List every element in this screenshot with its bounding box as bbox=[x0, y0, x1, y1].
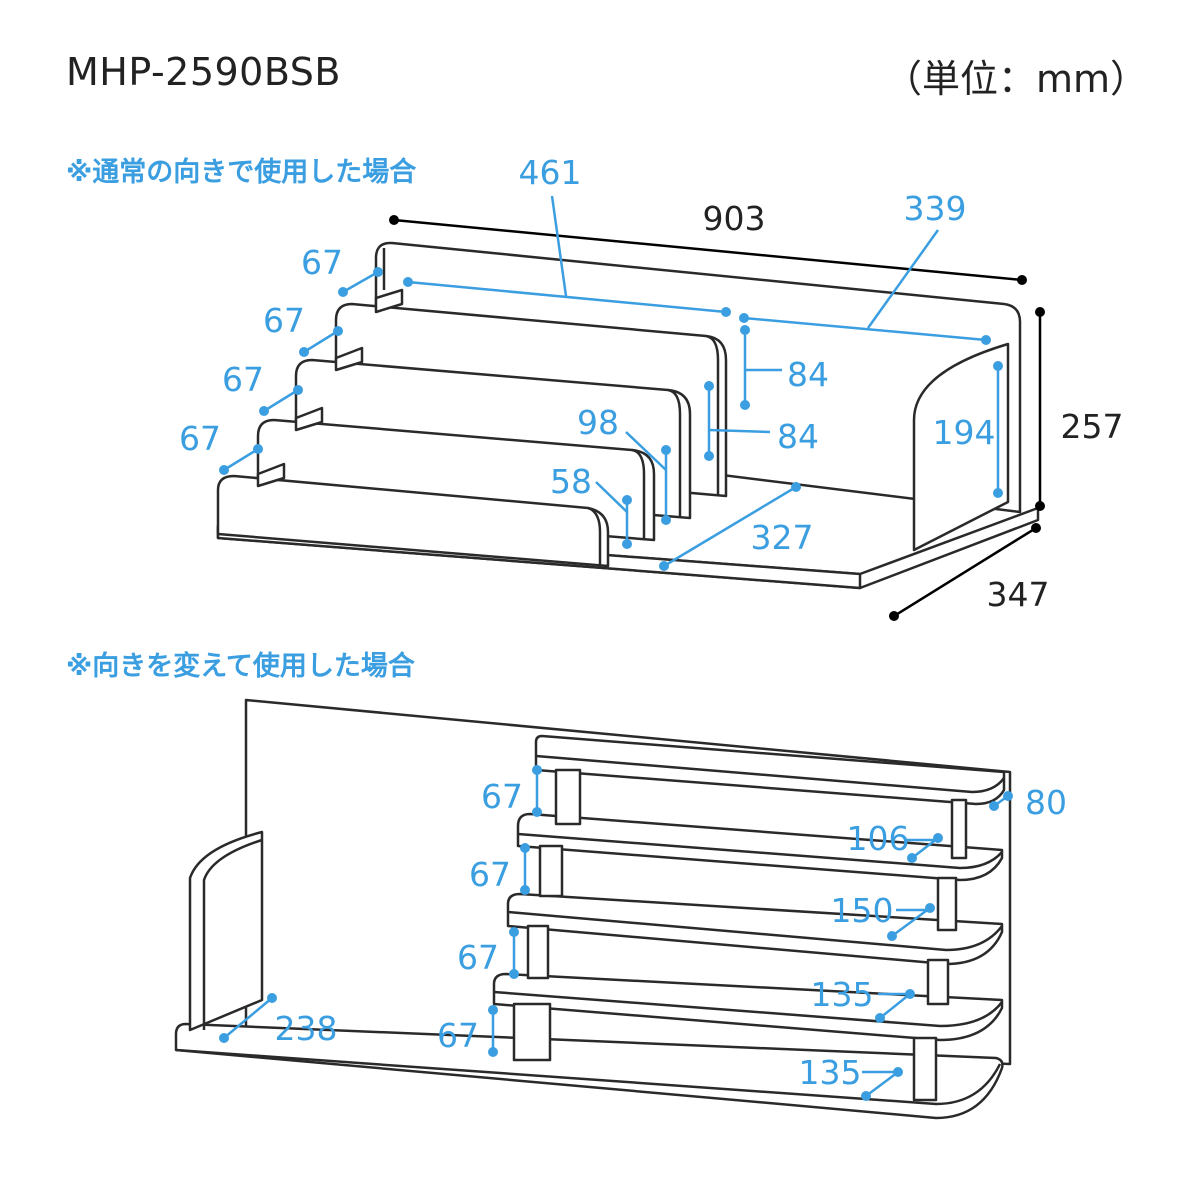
label-width: 903 bbox=[703, 199, 766, 238]
label-tier-pitch-2: 67 bbox=[263, 301, 305, 340]
figure-normal-orientation: 903 257 347 461 339 67 67 67 67 84 84 98… bbox=[179, 153, 1124, 621]
model-number: MHP-2590BSB bbox=[66, 50, 341, 94]
label-tier-pitch-4: 67 bbox=[179, 419, 221, 458]
label-upper-shelf-width: 461 bbox=[519, 153, 582, 192]
label-tier-height-98: 98 bbox=[577, 403, 619, 442]
label-depth-3: 135 bbox=[811, 975, 874, 1014]
label-end-height: 194 bbox=[933, 413, 996, 452]
label-depth-1: 106 bbox=[847, 819, 910, 858]
label-step-upper: 84 bbox=[787, 355, 829, 394]
label-gap-2: 67 bbox=[469, 855, 511, 894]
label-gap-4: 67 bbox=[437, 1016, 479, 1055]
left-end-panel bbox=[188, 830, 264, 1032]
label-tier-pitch-3: 67 bbox=[222, 360, 264, 399]
figure-rotated-orientation: 67 67 67 67 80 106 150 135 135 238 bbox=[174, 698, 1067, 1120]
label-gap-3: 67 bbox=[457, 938, 499, 977]
shelf-2 bbox=[506, 892, 1004, 966]
shelf-3 bbox=[516, 812, 1004, 882]
label-depth-2: 150 bbox=[831, 891, 894, 930]
label-tier-pitch-1: 67 bbox=[301, 243, 343, 282]
label-right-shelf-width: 339 bbox=[904, 189, 967, 228]
label-base-depth: 327 bbox=[751, 518, 814, 557]
section-normal-orientation-caption: ※通常の向きで使用した場合 bbox=[66, 157, 417, 188]
label-height: 257 bbox=[1061, 407, 1124, 446]
label-depth: 347 bbox=[987, 575, 1050, 614]
unit-note: （単位：mm） bbox=[883, 57, 1148, 101]
label-base-depth-rotated: 238 bbox=[275, 1009, 338, 1048]
label-tier-height-58: 58 bbox=[550, 462, 592, 501]
shelf-1 bbox=[492, 972, 1004, 1042]
label-step-lower: 84 bbox=[777, 417, 819, 456]
section-rotated-orientation-caption: ※向きを変えて使用した場合 bbox=[66, 651, 415, 682]
shelf-top bbox=[534, 734, 1006, 806]
label-depth-4: 135 bbox=[799, 1053, 862, 1092]
label-top-thickness: 80 bbox=[1025, 783, 1067, 822]
right-end-panel bbox=[912, 342, 1010, 552]
label-gap-1: 67 bbox=[481, 777, 523, 816]
